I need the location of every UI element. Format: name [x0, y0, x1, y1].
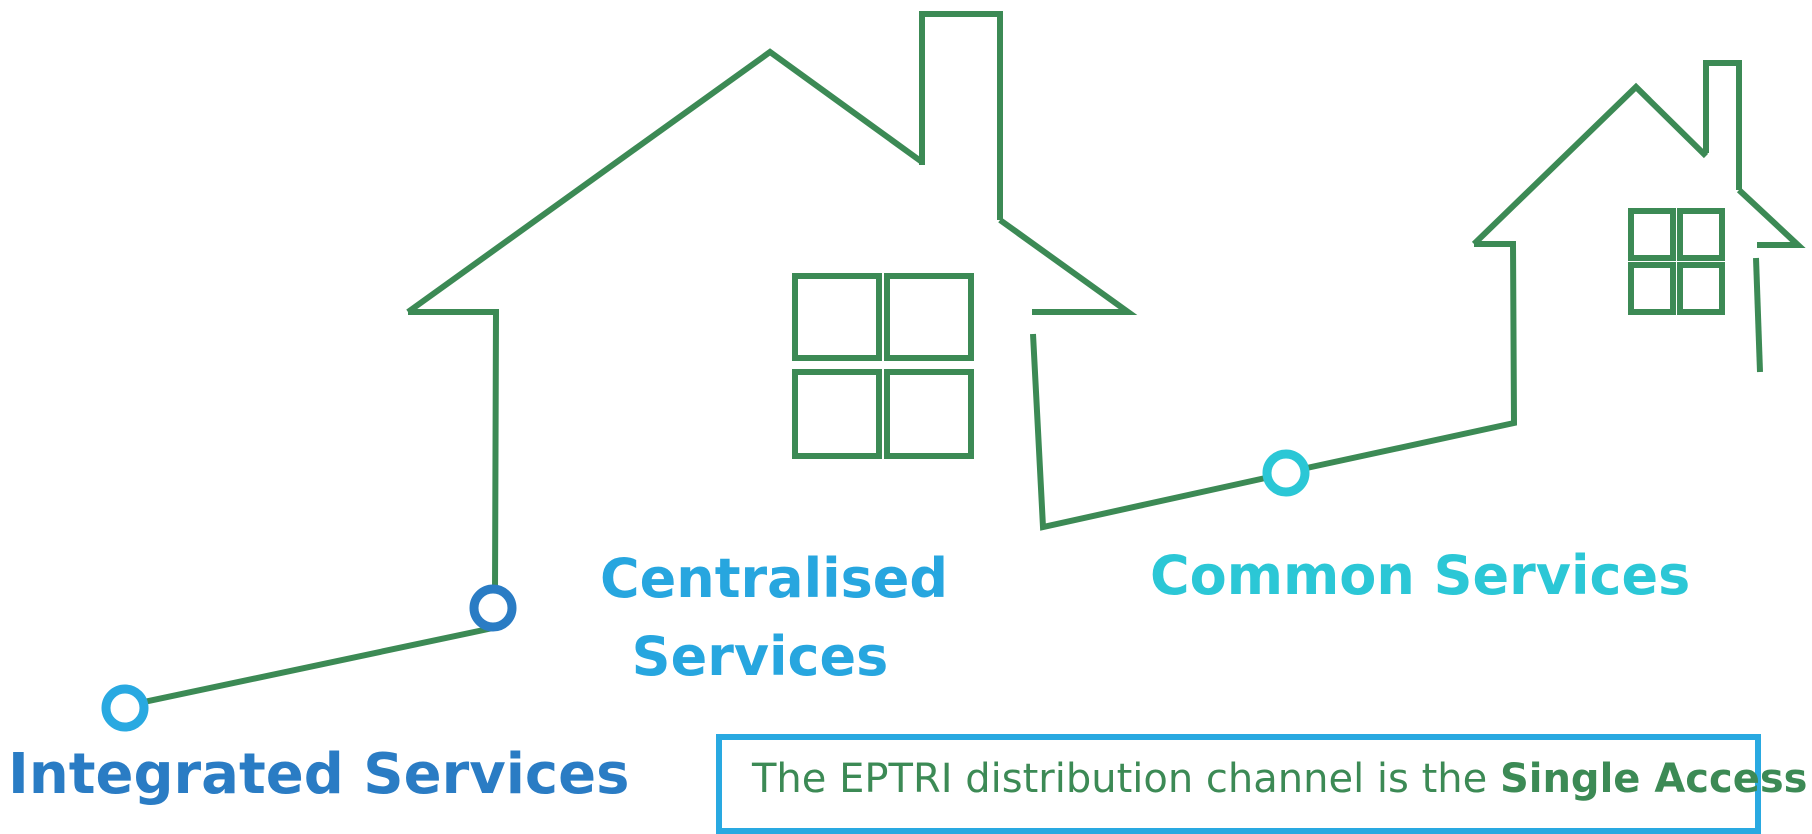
callout-text: The EPTRI distribution channel is the [752, 756, 1500, 802]
houses-diagram [101, 11, 1806, 732]
small-house-right-wall [1753, 257, 1763, 373]
node-integrated [101, 684, 149, 732]
connector-line-1 [124, 625, 494, 709]
big-house-right-wall [1030, 333, 1271, 531]
label-centralised-services: Centralised Services [600, 540, 949, 696]
small-house-roof-right [1736, 187, 1806, 248]
big-house-window [792, 273, 974, 459]
node-common [1262, 449, 1310, 497]
callout-bold-text: Single Access [1499, 756, 1808, 802]
big-house-roof-right [998, 217, 1138, 315]
small-house-window [1628, 208, 1725, 315]
big-house-left-wall [408, 309, 500, 591]
small-house-chimney [1703, 60, 1742, 190]
big-house-chimney [919, 11, 1003, 220]
small-house-roof-left [1471, 82, 1709, 247]
node-centralised [469, 584, 517, 632]
connector-line-2 [1301, 241, 1518, 472]
label-centralised-line1: Centralised [600, 547, 949, 610]
label-integrated-services: Integrated Services [8, 742, 630, 807]
label-common-services: Common Services [1150, 544, 1691, 607]
big-house-roof-left [406, 48, 924, 315]
label-centralised-line2: Services [631, 625, 889, 688]
callout-box: The EPTRI distribution channel is the Si… [716, 734, 1807, 834]
